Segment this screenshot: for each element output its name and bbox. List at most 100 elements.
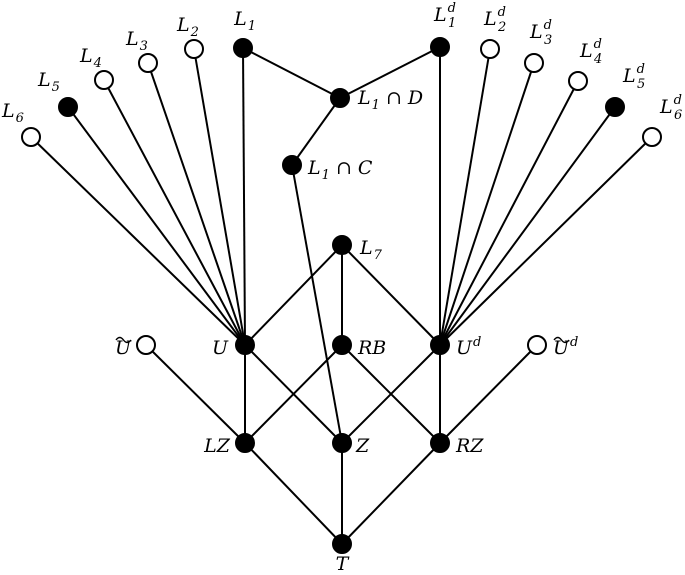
- label-L5: L5: [37, 69, 60, 95]
- label-subscript: 5: [52, 80, 60, 95]
- label-superscript: d: [473, 335, 481, 350]
- label-L1C: L1 ∩ C: [307, 157, 373, 183]
- edge-Utd-RZ: [439, 344, 538, 444]
- edge-L6-U: [30, 136, 246, 346]
- label-subscript: 4: [593, 52, 602, 67]
- label-L1: L1: [233, 8, 256, 34]
- node-L4: [94, 70, 114, 90]
- label-superscript: d: [637, 62, 645, 77]
- node-U: [235, 335, 255, 355]
- node-RB: [332, 335, 352, 355]
- label-base: LZ: [203, 435, 231, 457]
- label-Utd: Ud: [553, 335, 578, 359]
- edge-Ut-LZ: [145, 344, 246, 444]
- label-base: L: [79, 45, 93, 67]
- node-L1D: [330, 88, 350, 108]
- node-Ut: [136, 335, 156, 355]
- edge-L5-U: [67, 106, 246, 346]
- label-L3: L3: [125, 28, 148, 54]
- label-base: RB: [357, 337, 386, 359]
- node-L1d: [430, 37, 450, 57]
- node-L7: [332, 235, 352, 255]
- label-base: L: [622, 65, 636, 87]
- label-base: L: [433, 4, 447, 26]
- edge-L7-U: [244, 244, 343, 346]
- edge-L6d-Ud: [439, 136, 653, 346]
- label-subscript: 1: [322, 168, 330, 183]
- node-L2d: [480, 39, 500, 59]
- label-base: T: [336, 553, 350, 575]
- edge-RZ-T: [341, 442, 441, 545]
- label-subscript: 5: [637, 77, 645, 92]
- label-Ud: Ud: [456, 335, 481, 359]
- label-suffix: ∩ D: [380, 87, 423, 109]
- edge-L4-U: [103, 79, 246, 346]
- edge-L1C-Z: [291, 164, 343, 444]
- node-L6: [21, 127, 41, 147]
- label-subscript: 1: [248, 19, 256, 34]
- nodes-group: [21, 37, 662, 554]
- label-base: U: [212, 337, 229, 359]
- label-RB: RB: [357, 337, 386, 359]
- label-subscript: 1: [372, 98, 380, 113]
- label-L4: L4: [79, 45, 102, 71]
- label-base: L: [529, 21, 543, 43]
- label-subscript: 2: [497, 20, 506, 35]
- edge-RB-LZ: [244, 344, 343, 444]
- label-subscript: 3: [544, 33, 552, 48]
- label-Z: Z: [355, 435, 370, 457]
- node-Z: [332, 433, 352, 453]
- label-base: L: [659, 96, 673, 118]
- label-subscript: 6: [674, 108, 682, 123]
- label-U: U: [212, 337, 229, 359]
- edge-L2d-Ud: [439, 48, 491, 346]
- label-base: L: [233, 8, 247, 30]
- label-suffix: ∩ C: [330, 157, 373, 179]
- label-subscript: 3: [140, 39, 148, 54]
- edge-L1-L1D: [242, 47, 341, 99]
- edge-Ud-Z: [341, 344, 441, 444]
- edge-L1d-L1D: [339, 46, 441, 99]
- label-base: L: [176, 14, 190, 36]
- edge-L7-Ud: [341, 244, 441, 346]
- label-base: U: [456, 337, 473, 359]
- node-L4d: [568, 71, 588, 91]
- label-superscript: d: [594, 37, 602, 52]
- label-base: L: [37, 69, 51, 91]
- edge-L2-U: [193, 48, 246, 346]
- edge-L4d-Ud: [439, 80, 579, 346]
- label-LZ: LZ: [203, 435, 231, 457]
- label-RZ: RZ: [455, 435, 484, 457]
- label-base: L: [125, 28, 139, 50]
- label-base: RZ: [455, 435, 484, 457]
- node-LZ: [235, 433, 255, 453]
- label-subscript: 1: [448, 16, 456, 31]
- edge-L1-U: [242, 47, 246, 346]
- edges-group: [30, 46, 653, 545]
- label-L2: L2: [176, 14, 199, 40]
- label-superscript: d: [498, 5, 506, 20]
- edge-L1D-L1C: [291, 97, 341, 166]
- tilde-accent-Ut: [115, 336, 132, 344]
- label-superscript: d: [570, 335, 578, 350]
- node-L5: [58, 97, 78, 117]
- node-Utd: [527, 335, 547, 355]
- tilde-accent-Utd: [553, 336, 570, 344]
- label-superscript: d: [448, 1, 456, 16]
- label-base: L: [1, 100, 15, 122]
- node-L5d: [605, 97, 625, 117]
- label-L6: L6: [1, 100, 24, 126]
- node-L1C: [282, 155, 302, 175]
- node-L2: [184, 39, 204, 59]
- label-T: T: [336, 553, 350, 575]
- edge-LZ-T: [244, 442, 343, 545]
- label-subscript: 4: [93, 56, 102, 71]
- node-Ud: [430, 335, 450, 355]
- node-T: [332, 534, 352, 554]
